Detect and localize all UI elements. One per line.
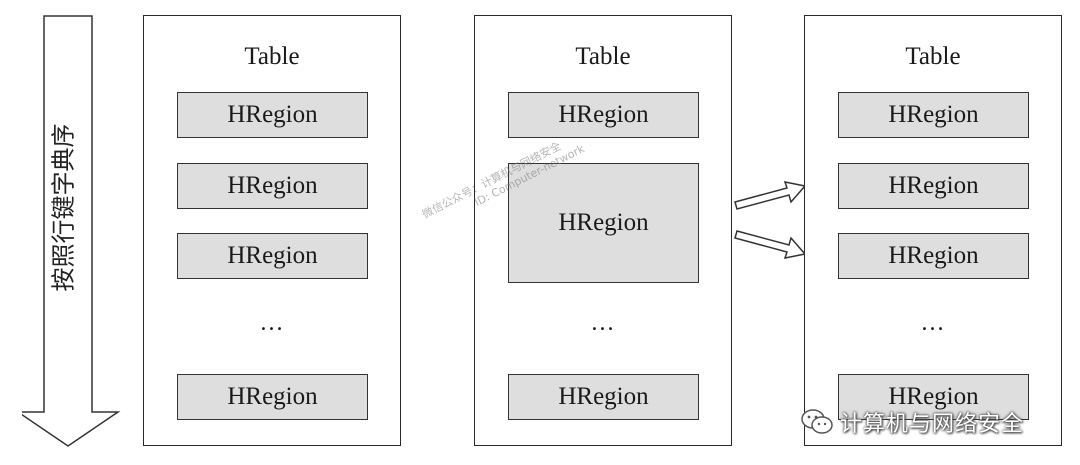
brand-watermark-text: 计算机与网络安全 bbox=[840, 412, 1025, 437]
hregion-box: HRegion bbox=[177, 92, 368, 138]
table-title: Table bbox=[905, 43, 961, 70]
hregion-box: HRegion bbox=[177, 163, 368, 209]
hregion-box: HRegion bbox=[838, 163, 1029, 209]
wechat-icon bbox=[801, 409, 833, 434]
hregion-box: HRegion bbox=[508, 374, 699, 420]
hregion-box: HRegion bbox=[177, 374, 368, 420]
ellipsis: … bbox=[590, 310, 616, 336]
table-panel-1: Table HRegion HRegion HRegion … HRegion bbox=[143, 15, 401, 446]
hregion-box: HRegion bbox=[508, 92, 699, 138]
table-title: Table bbox=[244, 43, 300, 70]
table-panel-3: Table HRegion HRegion HRegion … HRegion bbox=[804, 15, 1062, 446]
hregion-box: HRegion bbox=[838, 374, 1029, 420]
ellipsis: … bbox=[259, 310, 285, 336]
split-arrow-up bbox=[734, 181, 807, 210]
ellipsis: … bbox=[920, 310, 946, 336]
row-key-order-arrow bbox=[22, 15, 121, 447]
hregion-large-box: HRegion bbox=[508, 163, 699, 283]
brand-watermark: 计算机与网络安全 bbox=[800, 402, 1070, 442]
hregion-box: HRegion bbox=[177, 233, 368, 279]
hregion-box: HRegion bbox=[838, 233, 1029, 279]
table-panel-2: Table HRegion HRegion … HRegion bbox=[474, 15, 732, 446]
hregion-box: HRegion bbox=[838, 92, 1029, 138]
split-arrow-down bbox=[734, 230, 807, 259]
table-title: Table bbox=[575, 43, 631, 70]
